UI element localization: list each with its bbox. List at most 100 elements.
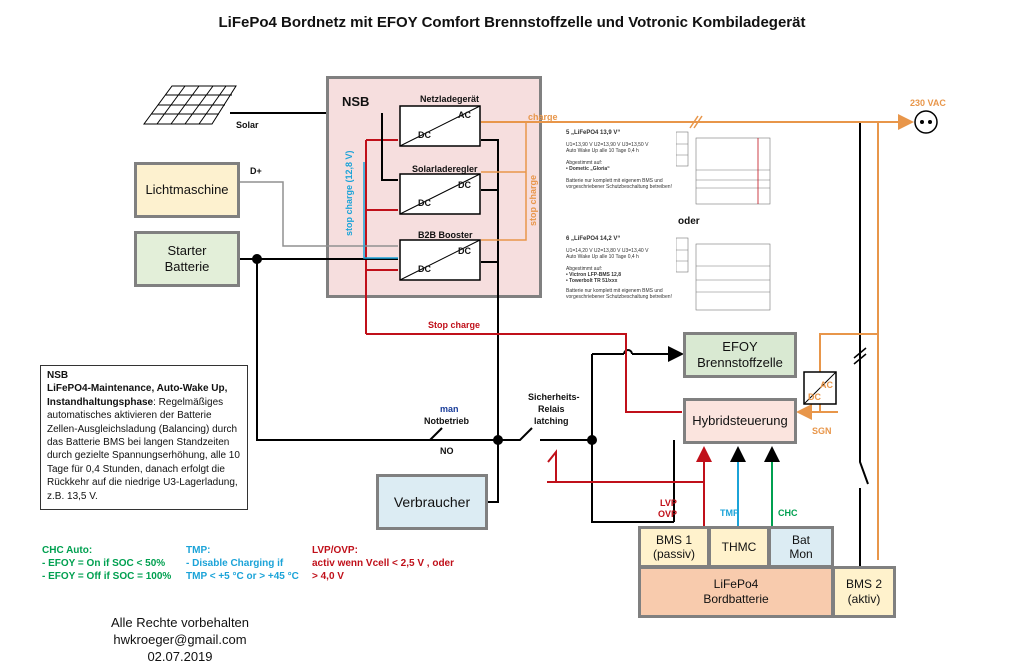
option6-graph — [676, 237, 771, 311]
starter-batterie-box: Starter Batterie — [134, 231, 240, 287]
lifepo4-label-1: LiFePo4 — [713, 577, 759, 591]
lvp-legend-title: LVP/OVP: — [312, 545, 358, 556]
chc-legend-title: CHC Auto: — [42, 545, 93, 556]
opt6-r1: U1=14,20 V U2=13,80 V U3=13,40 V — [566, 248, 649, 254]
man-label: man — [440, 404, 459, 414]
opt5-r2: Auto Wake Up alle 10 Tage 0,4 h — [566, 148, 639, 154]
dplus-label: D+ — [250, 166, 262, 176]
footer-line3: 02.07.2019 — [147, 649, 213, 664]
solar-panel-icon — [143, 85, 237, 125]
efoy-label-1: EFOY — [722, 339, 758, 354]
opt6-r7: vorgeschriebener Schutzbeschaltung betre… — [566, 294, 672, 300]
chc-legend: CHC Auto: - EFOY = On if SOC < 50% - EFO… — [42, 544, 171, 583]
opt5-r1: U1=13,90 V U2=13,90 V U3=13,50 V — [566, 142, 649, 148]
acdc-dc-label: DC — [808, 392, 821, 402]
starter-label-2: Batterie — [164, 259, 210, 274]
tmp-label: TMP — [720, 508, 739, 518]
b2b-dc-out-label: DC — [418, 264, 431, 274]
bms1-label-2: (passiv) — [652, 547, 695, 561]
hybridsteuerung-box: Hybridsteuerung — [683, 398, 797, 444]
batmon-label-1: Bat — [791, 533, 810, 547]
lvp-label: LVP — [660, 498, 677, 508]
nsb-note-box: NSB LiFePO4-Maintenance, Auto-Wake Up, I… — [40, 365, 248, 510]
footer-line2: hwkroeger@gmail.com — [113, 632, 247, 647]
tmp-legend-2: TMP < +5 °C or > +45 °C — [186, 571, 299, 582]
bms2-label-2: (aktiv) — [847, 592, 881, 606]
opt6-r2: Auto Wake Up alle 10 Tage 0,4 h — [566, 254, 639, 260]
bms2-box: BMS 2 (aktiv) — [832, 566, 896, 618]
b2b-dc-in-label: DC — [458, 246, 471, 256]
chc-legend-1: - EFOY = On if SOC < 50% — [42, 558, 166, 569]
option5-graph — [676, 131, 771, 205]
lichtmaschine-box: Lichtmaschine — [134, 162, 240, 218]
oder-label: oder — [678, 216, 700, 227]
lvp-legend-1: activ wenn Vcell < 2,5 V , oder — [312, 558, 455, 569]
page-title: LiFePo4 Bordnetz mit EFOY Comfort Brenns… — [218, 14, 806, 31]
sicherheits-label: Sicherheits- — [528, 392, 580, 402]
opt6-r6: Batterie nur komplett mit eigenem BMS un… — [566, 288, 663, 294]
opt6-r3: Abgestimmt auf: — [566, 266, 603, 272]
thmc-box: THMC — [708, 526, 770, 568]
starter-label-1: Starter — [167, 243, 207, 258]
opt5-heading: 5 „LiFePO4 13,9 V“ — [566, 130, 621, 136]
note-bold: LiFePO4-Maintenance, Auto-Wake Up, Insta… — [47, 383, 228, 408]
lichtmaschine-label: Lichtmaschine — [145, 182, 229, 197]
b2b-label: B2B Booster — [418, 230, 473, 240]
opt5-r5: Batterie nur komplett mit eigenem BMS un… — [566, 178, 663, 184]
chc-label: CHC — [778, 508, 798, 518]
tmp-legend-1: - Disable Charging if — [186, 558, 284, 569]
tmp-legend: TMP: - Disable Charging if TMP < +5 °C o… — [186, 544, 299, 583]
opt6-heading: 6 „LiFePO4 14,2 V“ — [566, 236, 621, 242]
stop-charge-red-label: Stop charge — [428, 320, 481, 330]
batmon-label-2: Mon — [789, 547, 813, 561]
efoy-box: EFOY Brennstoffzelle — [683, 332, 797, 378]
lifepo4-label-2: Bordbatterie — [703, 592, 769, 606]
solar-label: Solar — [236, 120, 259, 130]
relais-label: Relais — [538, 404, 565, 414]
bms1-box: BMS 1 (passiv) — [638, 526, 710, 568]
option6-text: 6 „LiFePO4 14,2 V“ U1=14,20 V U2=13,80 V… — [566, 236, 676, 320]
lvp-legend-2: > 4,0 V — [312, 571, 344, 582]
option5-text: 5 „LiFePO4 13,9 V“ U1=13,90 V U2=13,90 V… — [566, 130, 676, 214]
opt5-r3: Abgestimmt auf: — [566, 160, 603, 166]
no-label: NO — [440, 446, 454, 456]
hybrid-label: Hybridsteuerung — [692, 413, 788, 428]
verbraucher-box: Verbraucher — [376, 474, 488, 530]
netz-ac-label: AC — [458, 110, 471, 120]
note-heading: NSB — [47, 370, 69, 381]
verbraucher-label: Verbraucher — [393, 494, 471, 510]
netzladegeraet-label: Netzladegerät — [420, 94, 480, 104]
nsb-label: NSB — [342, 94, 370, 109]
efoy-label-2: Brennstoffzelle — [697, 355, 783, 370]
acdc-converter-symbol — [803, 371, 837, 405]
note-text: : Regelmäßiges automatisches aktivieren … — [47, 396, 240, 502]
stop-charge-blue-label: stop charge (12,8 V) — [344, 150, 354, 236]
bms1-label-1: BMS 1 — [655, 533, 692, 547]
footer: Alle Rechte vorbehalten hwkroeger@gmail.… — [100, 614, 260, 665]
lvp-legend: LVP/OVP: activ wenn Vcell < 2,5 V , oder… — [312, 544, 454, 583]
bms2-label-1: BMS 2 — [845, 577, 882, 591]
opt6-r5: • Towerbolt TR 51/xxx — [566, 278, 618, 284]
solar-dc-in-label: DC — [458, 180, 471, 190]
opt5-r6: vorgeschriebener Schutzbeschaltung betre… — [566, 184, 672, 190]
opt6-r4: • Victron LFP-BMS 12,8 — [566, 272, 622, 278]
acdc-ac-label: AC — [820, 380, 833, 390]
charge-label: charge — [528, 112, 558, 122]
nsb-container — [326, 76, 542, 298]
thmc-label: THMC — [721, 540, 757, 554]
sgn-label: SGN — [812, 426, 832, 436]
ovp-label: OVP — [658, 509, 678, 519]
vac-label: 230 VAC — [910, 98, 946, 108]
stop-charge-orange-label: stop charge — [528, 174, 538, 226]
notbetrieb-label: Notbetrieb — [424, 416, 469, 426]
solar-dc-out-label: DC — [418, 198, 431, 208]
batmon-box: Bat Mon — [768, 526, 834, 568]
tmp-legend-title: TMP: — [186, 545, 211, 556]
solarladeregler-label: Solarladeregler — [412, 164, 478, 174]
footer-line1: Alle Rechte vorbehalten — [110, 615, 250, 630]
chc-legend-2: - EFOY = Off if SOC = 100% — [42, 571, 172, 582]
latching-label: latching — [534, 416, 569, 426]
ac-outlet-icon — [914, 110, 938, 134]
opt5-r4: • Dometic „Gloria“ — [566, 166, 610, 172]
